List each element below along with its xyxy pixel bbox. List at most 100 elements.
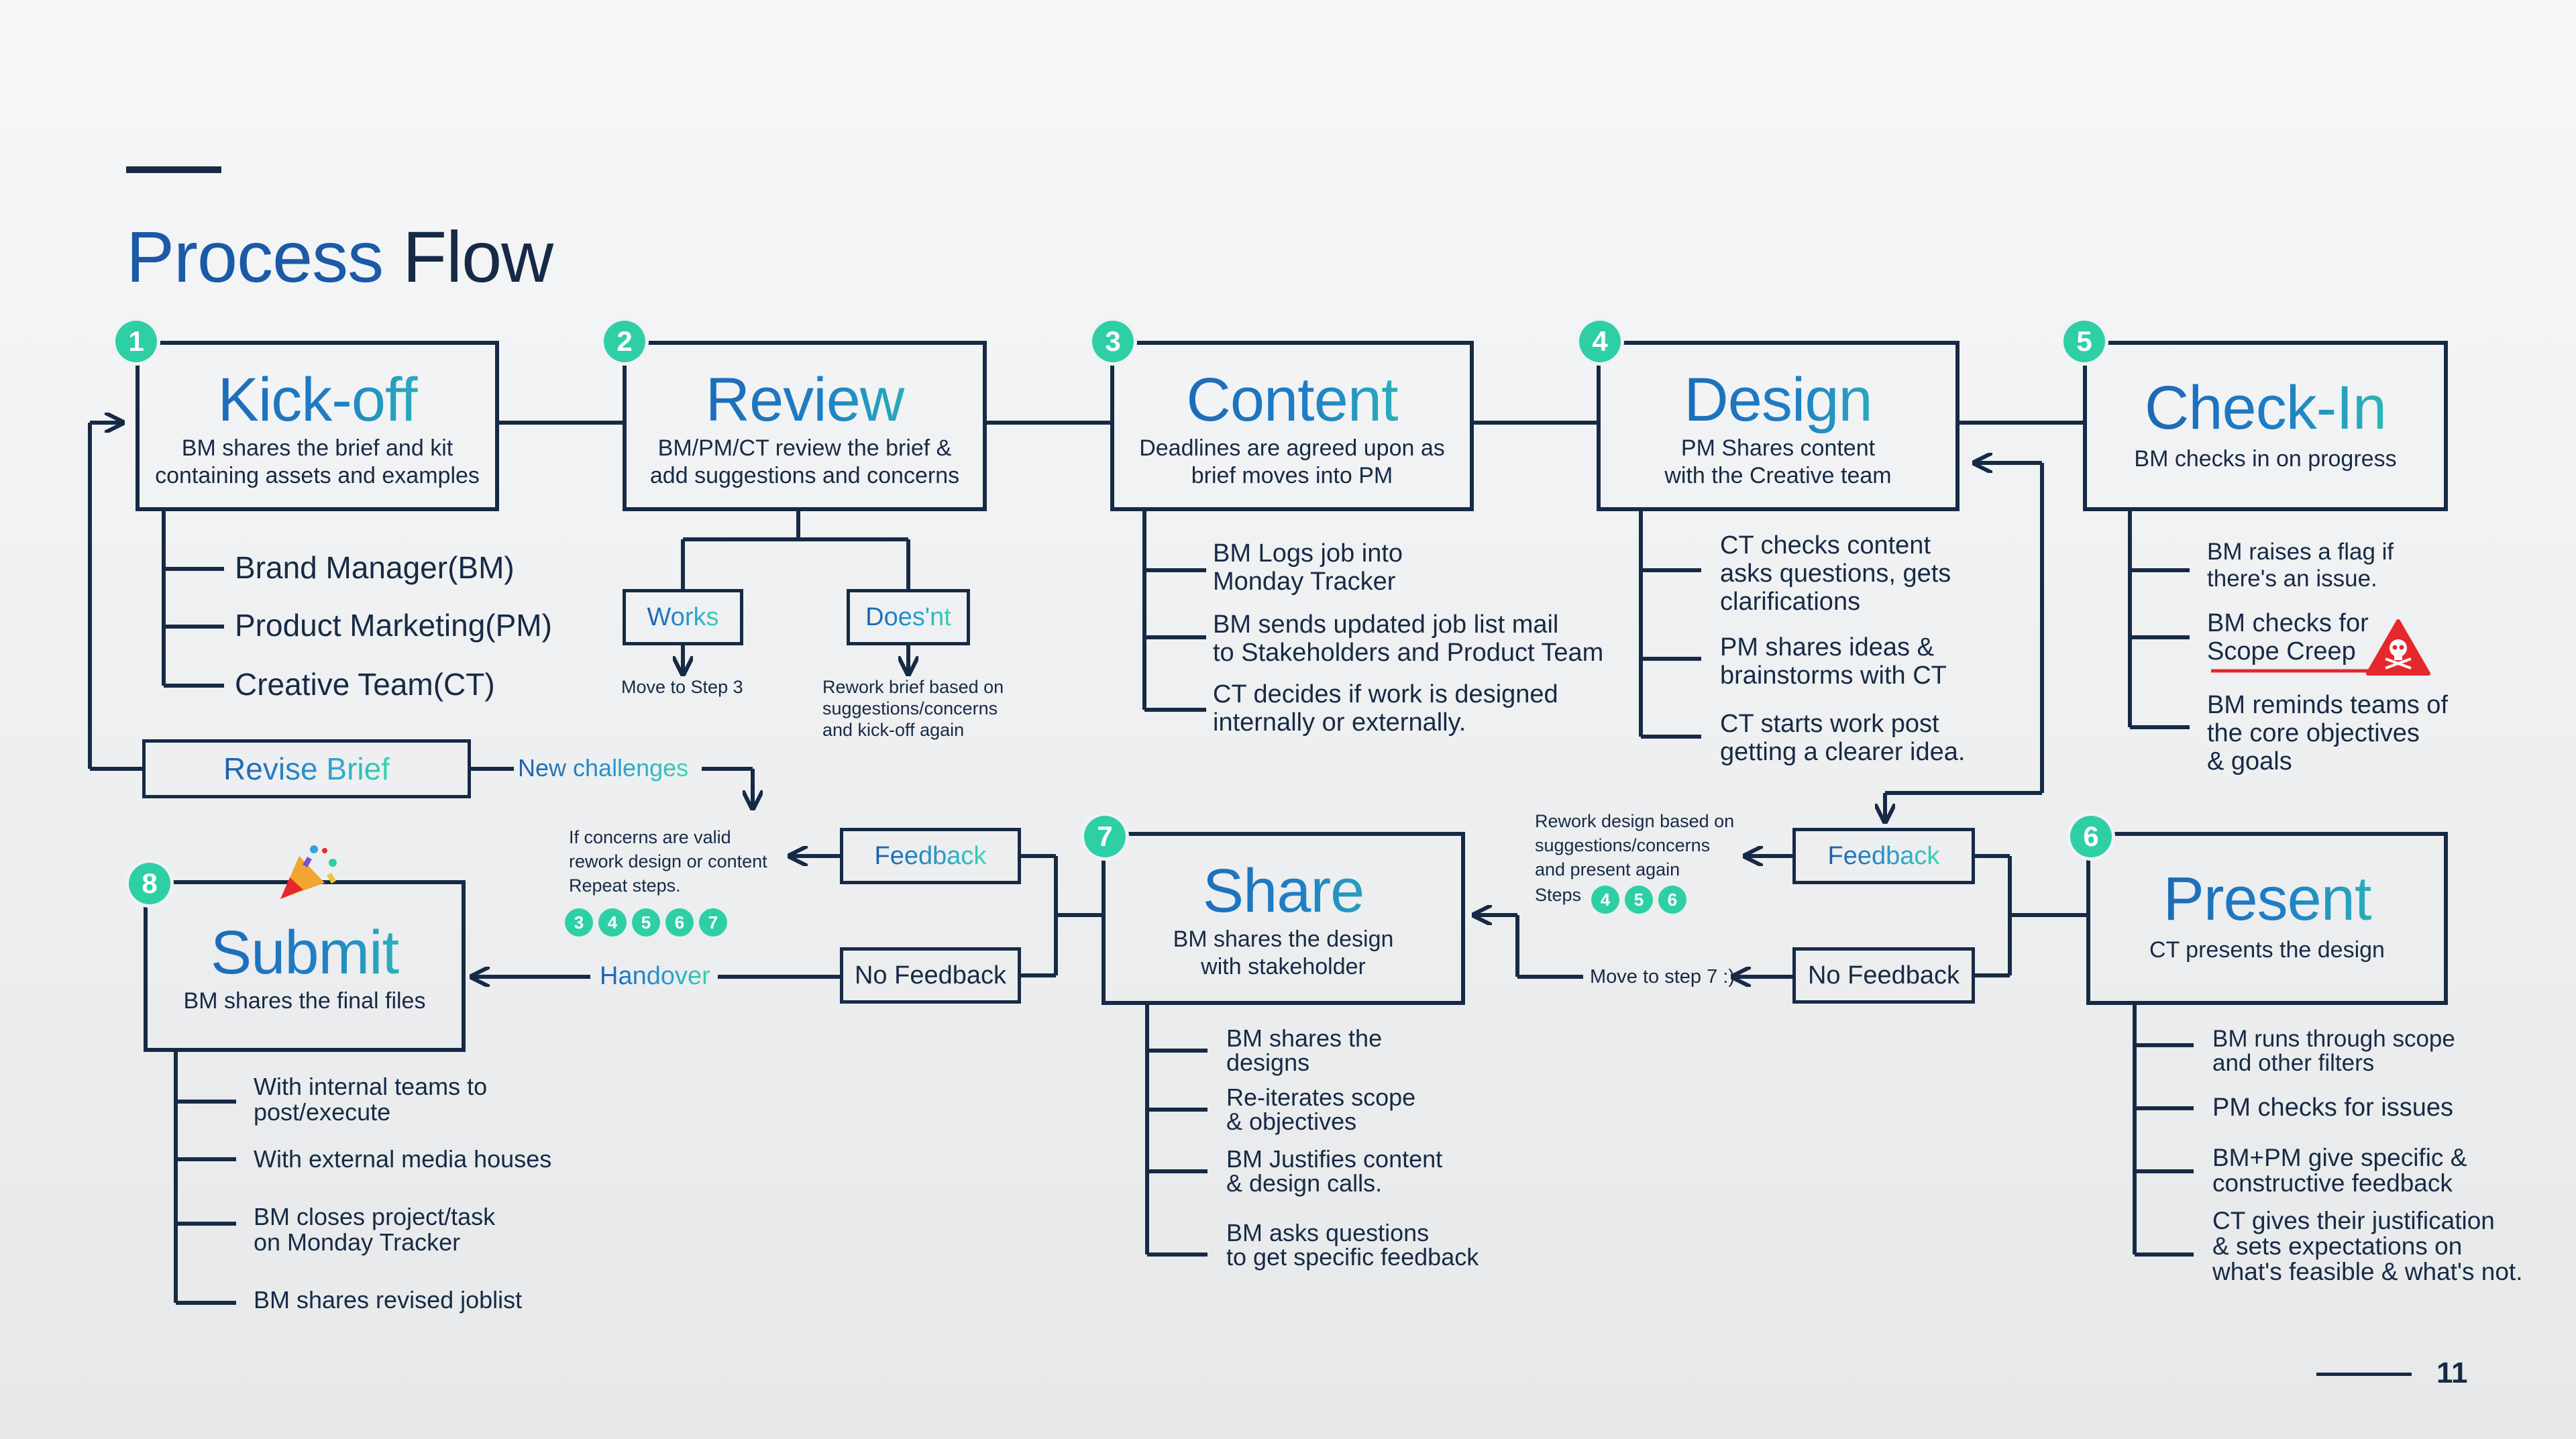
step-number-badge: 6 bbox=[2070, 816, 2112, 857]
present-item-1-line2: and other filters bbox=[2212, 1050, 2375, 1076]
works-note: Move to Step 3 bbox=[621, 677, 743, 697]
step-number-badge: 7 bbox=[1084, 816, 1126, 857]
doesnt-box: Does'nt bbox=[847, 589, 970, 645]
design-item-1-line3: clarifications bbox=[1720, 588, 1861, 616]
step-desc-line2: containing assets and examples bbox=[155, 463, 480, 488]
step-title: Kick-off bbox=[140, 365, 495, 435]
submit-item-2: With external media houses bbox=[254, 1145, 552, 1173]
content-item-3-line1: CT decides if work is designed bbox=[1213, 680, 1558, 708]
share-item-4-line2: to get specific feedback bbox=[1226, 1243, 1479, 1271]
left-note-line3: Repeat steps. bbox=[569, 875, 681, 896]
step-title: Review bbox=[627, 365, 983, 435]
left-note-line1: If concerns are valid bbox=[569, 827, 731, 847]
title-part-1: Process bbox=[126, 216, 384, 297]
submit-item-3-line1: BM closes project/task bbox=[254, 1203, 496, 1230]
new-challenges-label: New challenges bbox=[518, 754, 689, 782]
share-item-3-line2: & design calls. bbox=[1226, 1169, 1383, 1197]
share-item-1-line2: designs bbox=[1226, 1049, 1310, 1076]
share-item-2-line1: Re-iterates scope bbox=[1226, 1083, 1416, 1111]
move-to-step7-label: Move to step 7 :) bbox=[1590, 966, 1735, 988]
step-dot: 6 bbox=[1658, 886, 1686, 914]
step-desc-line1: BM checks in on progress bbox=[2134, 446, 2397, 472]
skull-warning-icon bbox=[2366, 619, 2430, 676]
submit-item-1-line2: post/execute bbox=[254, 1098, 391, 1126]
nofeedback-left-box: No Feedback bbox=[840, 947, 1021, 1004]
nofeedback-right-box: No Feedback bbox=[1792, 947, 1975, 1004]
right-repeat-steps: 4 5 6 bbox=[1591, 886, 1686, 914]
present-item-1-line1: BM runs through scope bbox=[2212, 1026, 2455, 1052]
present-item-2: PM checks for issues bbox=[2212, 1094, 2453, 1122]
feedback-right-label: Feedback bbox=[1827, 842, 1940, 870]
step-desc-line1: PM Shares content bbox=[1680, 435, 1876, 461]
share-item-1-line1: BM shares the bbox=[1226, 1024, 1383, 1052]
content-item-1-line1: BM Logs job into bbox=[1213, 539, 1403, 568]
design-item-2-line2: brainstorms with CT bbox=[1720, 661, 1947, 690]
design-item-3-line1: CT starts work post bbox=[1720, 710, 1939, 738]
step-number-badge: 4 bbox=[1579, 321, 1621, 362]
checkin-item-2-line2: Scope Creep bbox=[2207, 637, 2356, 665]
step-desc-line1: BM/PM/CT review the brief & bbox=[657, 435, 952, 461]
nofeedback-left-label: No Feedback bbox=[854, 961, 1006, 990]
content-item-3-line2: internally or externally. bbox=[1213, 708, 1466, 737]
step-title: Check-In bbox=[2087, 373, 2444, 443]
step-dot: 6 bbox=[665, 908, 694, 937]
feedback-right-box: Feedback bbox=[1792, 828, 1975, 884]
right-note-line3: and present again bbox=[1535, 859, 1680, 880]
share-item-4-line1: BM asks questions bbox=[1226, 1219, 1430, 1246]
works-box: Works bbox=[623, 589, 743, 645]
submit-item-3-line2: on Monday Tracker bbox=[254, 1228, 461, 1256]
step-content-box: Content Deadlines are agreed upon as bri… bbox=[1110, 341, 1474, 511]
checkin-item-3-line2: the core objectives bbox=[2207, 719, 2420, 747]
step-number-badge: 2 bbox=[604, 321, 645, 362]
right-note-line1: Rework design based on bbox=[1535, 811, 1735, 831]
checkin-item-3-line1: BM reminds teams of bbox=[2207, 691, 2448, 719]
step-dot: 5 bbox=[1625, 886, 1653, 914]
page-number: 11 bbox=[2436, 1356, 2468, 1389]
step-number-badge: 5 bbox=[2063, 321, 2105, 362]
checkin-item-1-line2: there's an issue. bbox=[2207, 566, 2377, 592]
role-pm: Product Marketing(PM) bbox=[235, 608, 552, 643]
step-desc-line1: Deadlines are agreed upon as bbox=[1139, 435, 1445, 461]
step-number-badge: 1 bbox=[115, 321, 157, 362]
design-item-1-line2: asks questions, gets bbox=[1720, 559, 1951, 588]
page-number-bar bbox=[2316, 1373, 2412, 1376]
content-item-2-line2: to Stakeholders and Product Team bbox=[1213, 639, 1604, 667]
feedback-left-label: Feedback bbox=[874, 842, 987, 870]
revise-brief-box: Revise Brief bbox=[142, 739, 471, 798]
nofeedback-right-label: No Feedback bbox=[1807, 961, 1960, 990]
page-title: Process Flow bbox=[126, 213, 553, 301]
step-dot: 5 bbox=[632, 908, 660, 937]
present-item-4-line2: & sets expectations on bbox=[2212, 1232, 2463, 1260]
step-kickoff-box: Kick-off BM shares the brief and kit con… bbox=[136, 341, 499, 511]
step-review-box: Review BM/PM/CT review the brief & add s… bbox=[623, 341, 987, 511]
present-item-3-line1: BM+PM give specific & bbox=[2212, 1144, 2467, 1171]
step-number-badge: 3 bbox=[1092, 321, 1134, 362]
handover-label: Handover bbox=[600, 962, 710, 990]
design-item-3-line2: getting a clearer idea. bbox=[1720, 738, 1966, 766]
submit-item-1-line1: With internal teams to bbox=[254, 1073, 488, 1100]
step-desc-line1: CT presents the design bbox=[2149, 937, 2385, 963]
present-item-3-line2: constructive feedback bbox=[2212, 1169, 2453, 1197]
step-present-box: Present CT presents the design bbox=[2086, 832, 2448, 1005]
content-item-2-line1: BM sends updated job list mail bbox=[1213, 610, 1559, 639]
content-item-1-line2: Monday Tracker bbox=[1213, 568, 1396, 596]
left-repeat-steps: 3 4 5 6 7 bbox=[565, 908, 727, 937]
step-title: Design bbox=[1601, 365, 1955, 435]
step-title: Present bbox=[2090, 864, 2444, 934]
step-share-box: Share BM shares the design with stakehol… bbox=[1102, 832, 1465, 1005]
party-popper-icon bbox=[280, 845, 337, 899]
present-item-4-line3: what's feasible & what's not. bbox=[2212, 1258, 2523, 1285]
checkin-item-1-line1: BM raises a flag if bbox=[2207, 539, 2394, 565]
submit-item-4: BM shares revised joblist bbox=[254, 1286, 523, 1314]
checkin-item-2-line1: BM checks for bbox=[2207, 609, 2369, 637]
title-part-2: Flow bbox=[402, 216, 553, 297]
step-dot: 4 bbox=[598, 908, 627, 937]
doesnt-note-line2: suggestions/concerns bbox=[822, 698, 998, 718]
step-desc-line2: brief moves into PM bbox=[1191, 463, 1393, 488]
role-ct: Creative Team(CT) bbox=[235, 667, 495, 702]
step-desc-line2: add suggestions and concerns bbox=[649, 463, 960, 488]
checkin-item-3-line3: & goals bbox=[2207, 747, 2292, 776]
step-desc-line1: BM shares the final files bbox=[183, 988, 426, 1014]
step-dot: 7 bbox=[699, 908, 727, 937]
